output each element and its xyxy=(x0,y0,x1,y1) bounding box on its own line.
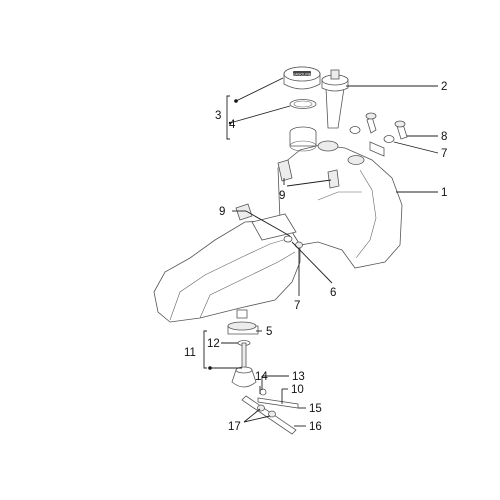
callout-5: 5 xyxy=(266,326,272,338)
callout-14: 14 xyxy=(255,371,268,383)
fuel-level-sender xyxy=(321,69,349,129)
callout-1: 1 xyxy=(441,187,447,199)
callout-11: 11 xyxy=(184,347,196,359)
cap-label: GASOLINE xyxy=(293,73,312,77)
callout-6: 6 xyxy=(330,287,336,299)
callout-12: 12 xyxy=(207,338,220,350)
callout-7-lower: 7 xyxy=(294,300,300,312)
callout-13: 13 xyxy=(292,371,305,383)
callout-3: 3 xyxy=(215,110,221,122)
callout-16: 16 xyxy=(309,421,322,433)
callout-15: 15 xyxy=(309,403,322,415)
callout-8: 8 xyxy=(441,131,447,143)
leader-lines xyxy=(203,77,439,427)
callout-17: 17 xyxy=(228,421,241,433)
callout-2: 2 xyxy=(441,81,447,93)
fuel-tap-assembly xyxy=(227,309,299,435)
callout-4-visible: 4 xyxy=(229,119,236,131)
callout-labels: 1 2 3 4 4 8 7 9 9 6 7 5 11 12 13 14 10 1… xyxy=(184,81,447,433)
callout-9-middle: 9 xyxy=(279,190,285,202)
callout-9-left: 9 xyxy=(219,206,225,218)
mounting-bolts xyxy=(349,112,408,143)
fuel-tank xyxy=(153,126,403,323)
side-screw xyxy=(283,235,303,249)
callout-10: 10 xyxy=(291,384,304,396)
cap-gasket xyxy=(289,99,317,109)
fuel-cap: GASOLINE xyxy=(283,66,321,90)
callout-7-top: 7 xyxy=(441,148,447,160)
clips xyxy=(235,159,340,221)
